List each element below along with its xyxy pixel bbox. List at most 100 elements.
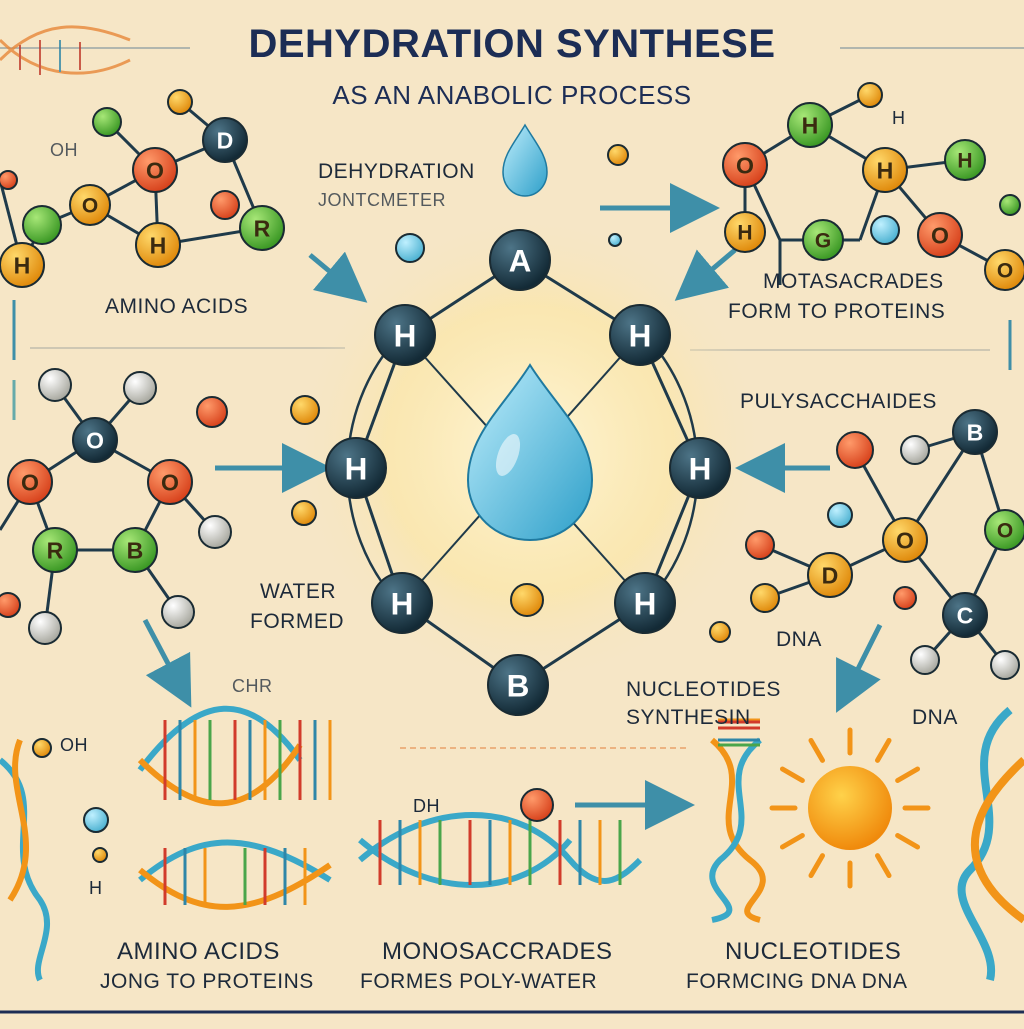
svg-text:O: O: [161, 469, 179, 495]
label-motasacrades: MOTASACRADES: [763, 270, 944, 293]
molecule-tl-atom-5: H: [135, 222, 181, 268]
molecule-mr-atom-3: D: [807, 552, 853, 598]
molecule-tl-atom-10: [210, 190, 240, 220]
particle-5: [510, 583, 544, 617]
molecule-tr-atom-6: H: [724, 211, 766, 253]
caption-col2-line1: MONOSACCRADES: [382, 938, 613, 965]
dna-col1-atom-3: [92, 847, 108, 863]
svg-text:H: H: [957, 150, 972, 173]
molecule-tl-atom-3: O: [69, 184, 111, 226]
svg-text:O: O: [86, 427, 104, 453]
svg-text:H: H: [150, 232, 167, 258]
molecule-mr-atom-8: [745, 530, 775, 560]
svg-text:O: O: [146, 157, 164, 183]
arrow-down-right: [836, 623, 883, 713]
molecule-tr-atom-3: O: [722, 142, 768, 188]
svg-text:H: H: [689, 450, 712, 486]
molecule-ml-atom-11: [196, 396, 228, 428]
page-subtitle: AS AN ANABOLIC PROCESS: [332, 80, 692, 110]
svg-text:B: B: [967, 419, 984, 445]
svg-text:B: B: [507, 667, 530, 703]
molecule-tr-atom-11: [999, 194, 1021, 216]
svg-text:H: H: [345, 450, 368, 486]
svg-text:H: H: [877, 157, 894, 183]
particle-2: [607, 144, 629, 166]
label-oh-left: OH: [60, 735, 88, 755]
label-dh-mid: DH: [413, 796, 440, 816]
arrow-diagonal-left: [308, 251, 368, 303]
svg-text:O: O: [997, 520, 1013, 543]
molecule-ml-atom-6: [38, 368, 72, 402]
label-pulysacchaides: PULYSACCHAIDES: [740, 390, 937, 413]
molecule-ml-atom-4: R: [32, 527, 78, 573]
label-amino-acids: AMINO ACIDS: [105, 295, 249, 318]
svg-text:O: O: [896, 527, 914, 553]
label-formed: FORMED: [250, 610, 344, 633]
svg-text:H: H: [634, 585, 657, 621]
caption-col1-line2: JONG TO PROTEINS: [100, 970, 314, 993]
molecule-tr-atom-9: [857, 82, 883, 108]
caption-col3-line2: FORMCING DNA DNA: [686, 970, 908, 993]
molecule-tl-atom-4: R: [239, 205, 285, 251]
label-dna-far: DNA: [912, 706, 958, 729]
central-atom-top: A: [489, 229, 551, 291]
label-h-left-small: H: [89, 878, 103, 898]
central-atom-lower-left: H: [371, 572, 433, 634]
sun-icon: [769, 727, 931, 889]
label-oh-top: OH: [50, 140, 78, 160]
molecule-ml-atom-2: O: [7, 459, 53, 505]
particle-4: [291, 500, 317, 526]
svg-text:H: H: [391, 585, 414, 621]
dna-helix-col2: [358, 812, 643, 888]
molecule-tr-atom-5: O: [917, 212, 963, 258]
svg-text:O: O: [82, 195, 98, 218]
molecule-ml-atom-3: O: [147, 459, 193, 505]
molecule-tl-atom-11: [0, 170, 18, 190]
molecule-mr-atom-11: [990, 650, 1020, 680]
dna-helix-far-right: [957, 706, 1024, 981]
molecule-tr-atom-4: H: [944, 139, 986, 181]
svg-text:A: A: [509, 242, 532, 278]
central-atom-upper-left: H: [374, 304, 436, 366]
molecule-mr-atom-4: O: [984, 509, 1024, 551]
label-dehydration: DEHYDRATION: [318, 160, 475, 183]
dna-col1-atom-1: [32, 738, 52, 758]
caption-col1-line1: AMINO ACIDS: [117, 938, 280, 965]
central-atom-bottom: B: [487, 654, 549, 716]
molecule-tr-atom-2: H: [862, 147, 908, 193]
svg-text:H: H: [737, 222, 752, 245]
svg-text:O: O: [931, 222, 949, 248]
svg-text:R: R: [47, 537, 64, 563]
molecule-tr-atom-8: O: [984, 249, 1024, 291]
molecule-mr-atom-10: [910, 645, 940, 675]
molecule-mr-atom-12: [827, 502, 853, 528]
svg-text:O: O: [997, 260, 1013, 283]
svg-text:H: H: [14, 252, 31, 278]
caption-col3-line1: NUCLEOTIDES: [725, 938, 902, 965]
svg-text:C: C: [957, 602, 974, 628]
molecule-mr-atom-6: [836, 431, 874, 469]
molecule-tl-atom-2: D: [202, 117, 248, 163]
dna-col1-atom-2: [83, 807, 109, 833]
top-left-dna-fragment: [0, 25, 131, 75]
dna-helix-col3: [709, 737, 766, 923]
svg-text:H: H: [802, 112, 819, 138]
svg-text:D: D: [822, 562, 839, 588]
arrows: [142, 183, 883, 830]
svg-text:H: H: [629, 317, 652, 353]
label-jontcmeter: JONTCMETER: [318, 190, 446, 210]
molecule-ml-atom-10: [198, 515, 232, 549]
small-water-drop-icon: [502, 123, 548, 197]
molecule-ml-atom-12: [0, 592, 21, 618]
label-h-top-right: H: [892, 108, 906, 128]
central-atom-upper-right: H: [609, 304, 671, 366]
arrow-diagonal-right: [674, 248, 737, 301]
particle-1: [395, 233, 425, 263]
molecule-ml-atom-7: [123, 371, 157, 405]
molecule-tl-atom-6: H: [0, 242, 45, 288]
molecule-mr-atom-7: [900, 435, 930, 465]
svg-text:D: D: [217, 127, 234, 153]
molecule-tl-atom-8: [92, 107, 122, 137]
particle-7: [520, 788, 554, 822]
